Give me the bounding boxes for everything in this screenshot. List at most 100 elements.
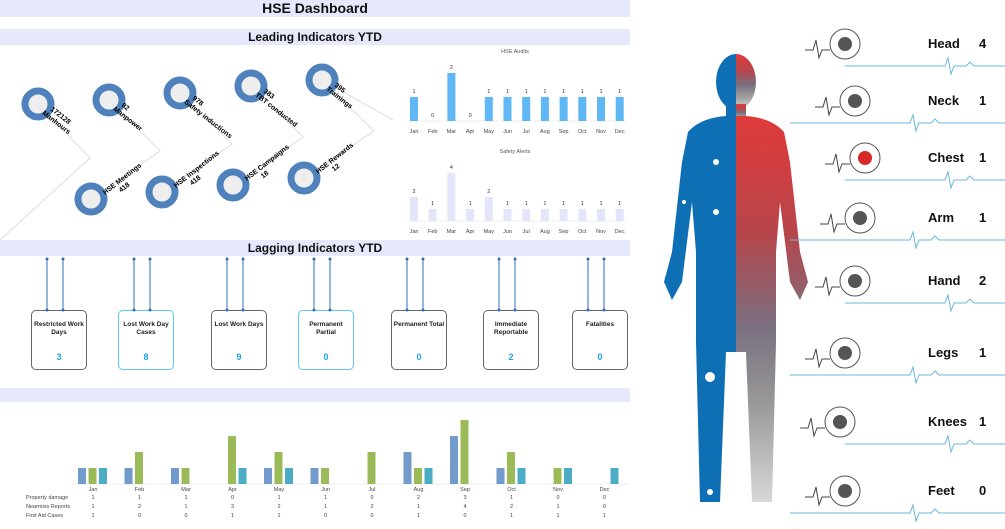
table-cell: 2 <box>138 504 141 510</box>
bar <box>367 452 376 484</box>
lagging-card-value: 8 <box>143 352 149 362</box>
lagging-card-label: Lost Work Day Cases <box>123 321 169 336</box>
bar <box>410 197 418 221</box>
bar <box>503 209 512 221</box>
data-label: 2 <box>412 189 415 195</box>
bar <box>615 97 624 121</box>
month-tick-label: Dec <box>600 487 610 493</box>
table-cell: 2 <box>277 504 280 510</box>
month-tick-label: Jan <box>89 487 98 493</box>
table-cell: 1 <box>184 495 187 501</box>
table-cell: 0 <box>184 513 187 519</box>
month-tick-label: Feb <box>428 129 437 135</box>
month-tick-label: May <box>274 487 285 493</box>
body-part-count: 1 <box>979 414 987 429</box>
bar <box>285 468 293 484</box>
indicator-ring-icon <box>21 87 55 121</box>
table-cell: 0 <box>556 495 559 501</box>
table-cell: 1 <box>556 513 559 519</box>
table-cell: 0 <box>231 495 234 501</box>
lagging-card-label: Immediate Reportable <box>494 321 528 336</box>
bar <box>414 468 422 484</box>
body-part-count: 1 <box>979 210 987 225</box>
month-tick-label: Oct <box>507 487 516 493</box>
bar <box>403 452 412 484</box>
ecg-line <box>845 56 1005 76</box>
table-cell: 1 <box>91 504 94 510</box>
bar <box>564 468 572 484</box>
series-label: Nearmiss Reports <box>26 504 70 510</box>
month-tick-label: Dec <box>615 229 625 235</box>
bar <box>99 468 107 484</box>
table-cell: 1 <box>231 513 234 519</box>
indicator-ring-icon <box>216 168 250 202</box>
lagging-card-label: Permanent Partial <box>309 321 343 336</box>
lagging-card-value: 3 <box>56 352 62 362</box>
month-tick-label: May <box>484 129 495 135</box>
data-label: 2 <box>450 65 453 71</box>
table-cell: 1 <box>277 495 280 501</box>
bar <box>228 436 236 484</box>
table-cell: 0 <box>138 513 141 519</box>
month-tick-label: Mar <box>181 487 191 493</box>
month-tick-label: Jun <box>321 487 330 493</box>
bar <box>447 173 456 221</box>
indicator-ring-icon <box>74 182 108 216</box>
table-cell: 1 <box>556 504 559 510</box>
table-cell: 0 <box>603 495 606 501</box>
bar <box>274 452 283 484</box>
body-part-label: Arm <box>928 210 955 225</box>
data-label: 1 <box>599 89 602 95</box>
zigzag-line <box>232 85 304 186</box>
table-cell: 1 <box>184 504 187 510</box>
table-cell: 0 <box>324 513 327 519</box>
bar <box>466 209 475 221</box>
data-label: 1 <box>618 201 621 207</box>
table-cell: 1 <box>510 495 513 501</box>
bar <box>540 209 549 221</box>
ecg-line <box>790 113 1005 133</box>
month-tick-label: Sep <box>559 229 569 235</box>
bar <box>578 209 587 221</box>
svg-text:12: 12 <box>331 163 342 173</box>
ecg-lines <box>790 28 1005 523</box>
data-label: 1 <box>412 89 415 95</box>
body-part-count: 1 <box>979 93 987 108</box>
data-label: 1 <box>506 89 509 95</box>
indicator-ring-icon <box>163 76 197 110</box>
data-label: 1 <box>431 201 434 207</box>
month-tick-label: Aug <box>540 129 550 135</box>
data-label: 1 <box>506 201 509 207</box>
ecg-line <box>790 230 1005 250</box>
dashboard-title: HSE Dashboard <box>0 0 630 17</box>
table-cell: 2 <box>370 504 373 510</box>
table-cell: 3 <box>463 495 466 501</box>
series-label: Property damage <box>26 495 68 501</box>
bar <box>522 97 531 121</box>
bar <box>540 97 549 121</box>
body-part-label: Knees <box>928 414 968 429</box>
bar <box>181 468 190 484</box>
month-tick-label: Nov <box>596 229 606 235</box>
table-cell: 1 <box>277 513 280 519</box>
data-label: 1 <box>599 201 602 207</box>
body-part-count: 0 <box>979 483 987 498</box>
bar <box>507 452 515 484</box>
bar <box>264 468 272 484</box>
chart-title: Safety Alerts <box>500 149 531 155</box>
month-tick-label: Feb <box>428 229 437 235</box>
month-tick-label: Jul <box>523 129 530 135</box>
data-label: 0 <box>431 113 434 119</box>
bar <box>559 209 568 221</box>
body-part-label: Legs <box>928 345 959 360</box>
month-tick-label: Oct <box>578 229 587 235</box>
bar <box>578 97 587 121</box>
bar <box>424 468 433 484</box>
bar <box>553 468 562 484</box>
